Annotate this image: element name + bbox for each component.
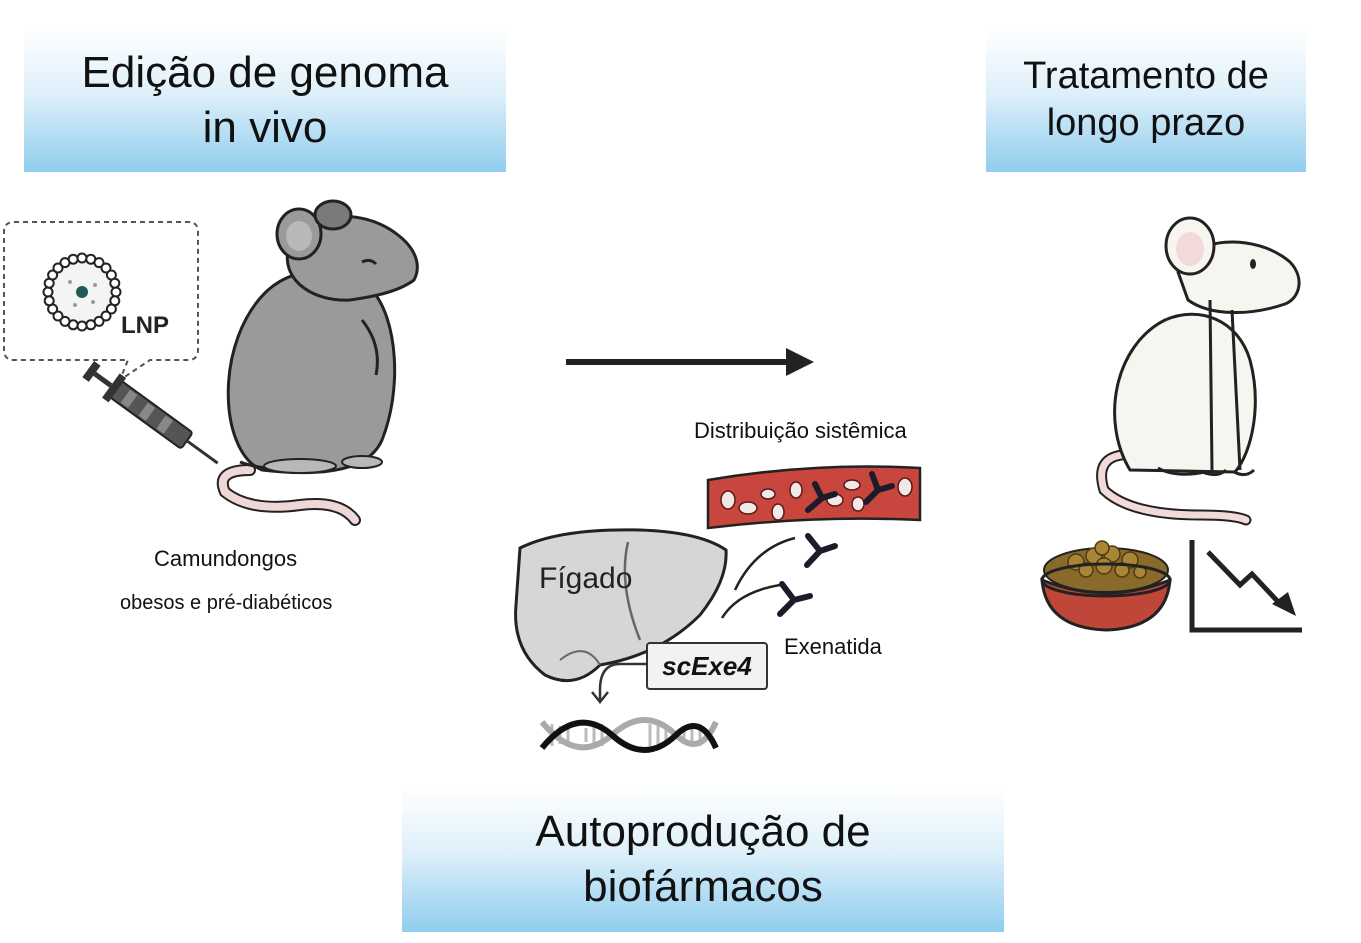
syringe-icon	[82, 360, 219, 465]
mice-label-line1: Camundongos	[154, 546, 298, 571]
blood-vessel-icon	[706, 465, 922, 530]
lnp-lipid-bead	[105, 303, 117, 315]
white-mouse-icon	[1096, 216, 1301, 526]
lnp-lipid-bead	[100, 262, 112, 274]
liver-label: Fígado	[539, 562, 633, 595]
mice-label-line2: obesos e pré-diabéticos	[120, 592, 333, 614]
banner-bottom-line2: biofármacos	[583, 862, 823, 911]
lnp-lipid-bead	[76, 252, 88, 264]
gray-mouse-icon	[216, 199, 419, 526]
banner-left-line1: Edição de genoma	[81, 48, 449, 97]
process-arrow-icon	[566, 348, 814, 376]
banner-left-line2: in vivo	[202, 103, 328, 152]
lnp-lipid-bead	[85, 319, 97, 331]
lnp-lipid-bead	[67, 253, 79, 265]
lnp-lipid-bead	[109, 277, 121, 289]
gene-to-dna-arrow	[591, 662, 646, 705]
title-banner-long-term-treatment: Tratamento de longo prazo	[986, 28, 1306, 172]
lnp-lipid-bead	[52, 262, 64, 274]
title-banner-in-vivo-editing: Edição de genoma in vivo	[24, 28, 506, 172]
lnp-label: LNP	[121, 312, 169, 339]
lnp-lipid-bead	[93, 257, 105, 269]
lnp-lipid-bead	[43, 295, 55, 307]
lnp-lipid-bead	[42, 286, 54, 298]
dna-icon	[539, 717, 719, 753]
decrease-chart-icon	[1189, 540, 1302, 633]
systemic-distribution-label: Distribuição sistêmica	[694, 418, 907, 443]
banner-right-line1: Tratamento de	[1023, 54, 1269, 97]
title-banner-biopharma-self-production: Autoprodução de biofármacos	[402, 786, 1004, 932]
lnp-lipid-bead	[52, 310, 64, 322]
lnp-lipid-bead	[76, 320, 88, 332]
lnp-lipid-bead	[47, 269, 59, 281]
lnp-lipid-bead	[59, 315, 71, 327]
lnp-lipid-bead	[100, 310, 112, 322]
exenatide-molecule-icon	[777, 533, 838, 617]
secretion-curves	[720, 536, 796, 619]
liver-icon	[514, 528, 728, 683]
exenatide-label: Exenatida	[784, 634, 882, 659]
banner-right-line2: longo prazo	[1046, 102, 1246, 144]
banner-bottom-line1: Autoprodução de	[535, 807, 871, 856]
lnp-particle-icon	[42, 252, 122, 332]
lnp-lipid-bead	[110, 286, 122, 298]
gene-construct-label: scExe4	[646, 642, 768, 690]
food-bowl-icon	[1040, 540, 1172, 632]
